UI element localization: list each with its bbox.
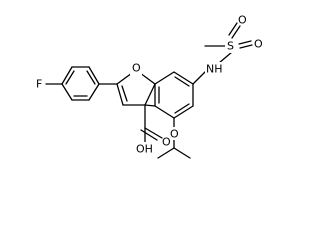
sulfur-label: S — [227, 40, 234, 53]
fluorine-label: F — [36, 78, 42, 91]
benzo-ring — [144, 71, 194, 119]
isopropoxy-group — [157, 117, 191, 159]
carbonyl-oxygen-label: O — [162, 136, 171, 149]
sulfonamide-group — [192, 22, 253, 85]
furan-oxygen-label: O — [132, 62, 141, 75]
nh-label: NH — [206, 63, 223, 76]
ether-oxygen-label: O — [170, 128, 179, 141]
carboxylic-acid-group — [140, 104, 163, 143]
sulfonyl-oxygen-right-label: O — [254, 38, 263, 51]
chemical-structure-diagram: F O NH S O O O O OH — [36, 14, 263, 159]
furan-ring — [116, 69, 156, 106]
hydroxyl-label: OH — [136, 143, 153, 156]
sulfonyl-oxygen-top-label: O — [238, 14, 247, 27]
fluorophenyl-ring — [45, 66, 100, 101]
